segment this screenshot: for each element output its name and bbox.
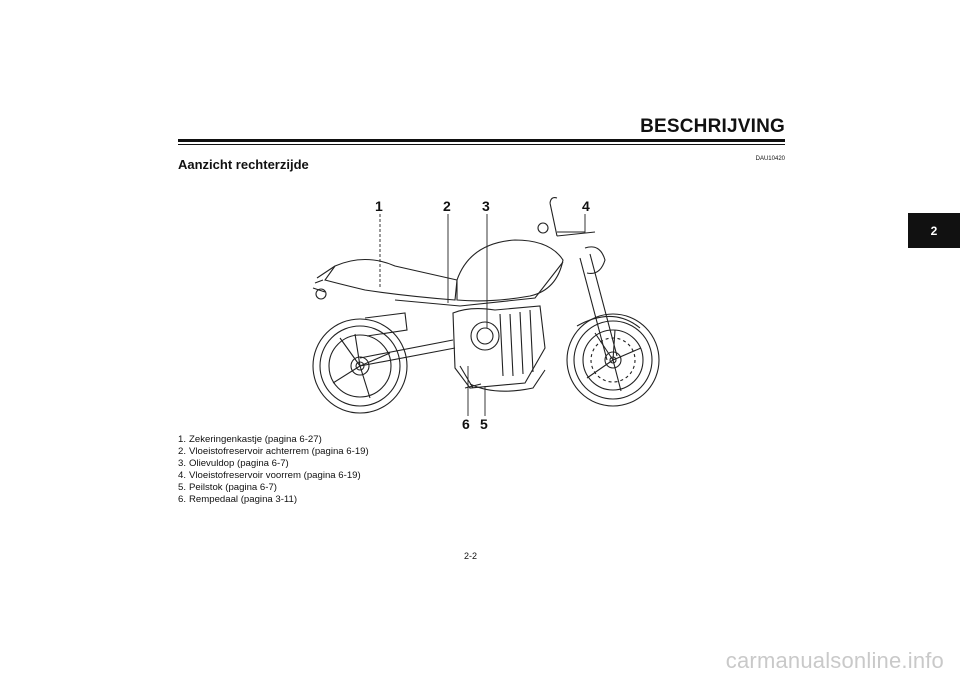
legend-item: 2.Vloeistofreservoir achterrem (pagina 6… [178, 446, 369, 458]
legend-item-text: Olievuldop (pagina 6-7) [189, 458, 289, 470]
parts-legend: 1.Zekeringenkastje (pagina 6-27) 2.Vloei… [178, 434, 369, 507]
motorcycle-drawing [312, 197, 660, 416]
callout-5: 5 [480, 416, 488, 432]
swingarm [359, 339, 456, 367]
oil-filler-cap [476, 327, 494, 345]
legend-item-text: Vloeistofreservoir achterrem (pagina 6-1… [189, 446, 369, 458]
engine-fins [499, 309, 534, 377]
legend-item: 6.Rempedaal (pagina 3-11) [178, 494, 369, 506]
seat [324, 258, 458, 301]
legend-item-number: 6. [178, 494, 187, 506]
chapter-tab-label: 2 [930, 223, 938, 238]
chapter-tab[interactable]: 2 [908, 213, 960, 248]
rear-shock [364, 312, 408, 337]
front-brake-reservoir [537, 222, 549, 234]
legend-item-text: Zekeringenkastje (pagina 6-27) [189, 434, 322, 445]
handlebar-mirror [549, 197, 596, 237]
callout-leaders [379, 214, 586, 416]
motorcycle-illustration: 1 2 3 4 6 5 [295, 188, 675, 432]
frame [394, 261, 564, 307]
callout-3: 3 [482, 198, 490, 214]
rear-wheel [312, 318, 408, 414]
legend-item-text: Vloeistofreservoir voorrem (pagina 6-19) [189, 470, 361, 482]
fuel-tank [456, 239, 564, 302]
legend-item: 4.Vloeistofreservoir voorrem (pagina 6-1… [178, 470, 369, 482]
header-rule-thick [178, 139, 785, 142]
page-subtitle: Aanzicht rechterzijde [178, 157, 309, 172]
legend-item-number: 3. [178, 458, 187, 470]
page-number: 2-2 [464, 551, 478, 561]
exhaust [469, 369, 546, 392]
legend-item-number: 2. [178, 446, 187, 458]
section-title: BESCHRIJVING [640, 116, 785, 137]
legend-item: 1.Zekeringenkastje (pagina 6-27) [178, 434, 369, 446]
legend-item-text: Rempedaal (pagina 3-11) [189, 494, 298, 506]
legend-item-number: 1. [178, 434, 187, 445]
header-rule-thin [178, 144, 785, 145]
engine-block [452, 305, 546, 389]
headlight [584, 246, 606, 275]
callout-4: 4 [582, 198, 590, 214]
legend-item: 3.Olievuldop (pagina 6-7) [178, 458, 369, 470]
legend-item-number: 4. [178, 470, 187, 482]
legend-item: 5.Peilstok (pagina 6-7) [178, 482, 369, 494]
legend-item-number: 5. [178, 482, 187, 494]
callout-2: 2 [443, 198, 451, 214]
callout-1: 1 [375, 198, 383, 214]
legend-item-text: Peilstok (pagina 6-7) [189, 482, 277, 494]
front-wheel [566, 313, 660, 407]
front-fork [579, 253, 618, 361]
doc-code: DAU10420 [755, 156, 785, 162]
tail-light [315, 288, 327, 300]
watermark: carmanualsonline.info [725, 648, 944, 673]
front-fender [576, 315, 641, 329]
brake-pedal [459, 365, 482, 389]
callout-6: 6 [462, 416, 470, 432]
clutch-cover [470, 321, 500, 351]
